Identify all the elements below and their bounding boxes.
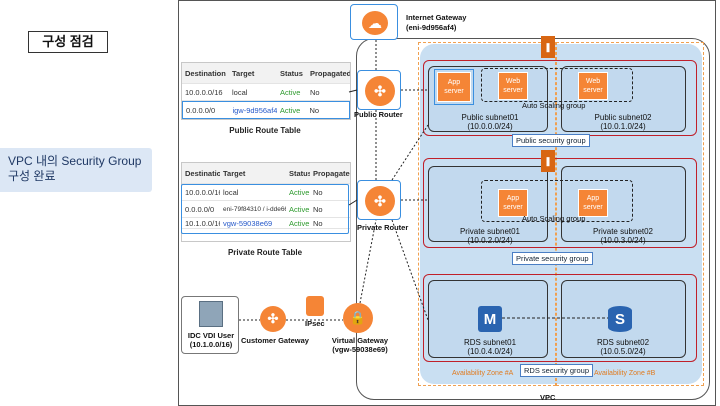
cell-target: vgw-59038e69	[223, 218, 273, 228]
vpc-boundary	[356, 38, 710, 400]
az-a-label: Availability Zone #A	[452, 370, 514, 377]
cell-propagated: No	[309, 105, 320, 115]
public-router-label: Public Router	[354, 110, 403, 119]
public-route-table-caption: Public Route Table	[229, 126, 301, 135]
connector-private-router-rds	[391, 219, 429, 321]
ipsec-label: IPsec	[305, 319, 325, 328]
customer-gateway-icon: ✣	[260, 306, 286, 332]
cell-destination: 0.0.0.0/0	[185, 204, 215, 214]
public-router-box: ✣	[357, 70, 401, 110]
cell-status: Active	[289, 204, 310, 214]
private-security-group-box	[423, 158, 697, 248]
router-icon: ✣	[365, 76, 395, 106]
public-subnet-01-label: Public subnet01 (10.0.0.0/24)	[461, 113, 519, 131]
connector-public-route-table	[348, 89, 358, 93]
private-security-group-label: Private security group	[512, 252, 593, 265]
public-security-group-label: Public security group	[512, 134, 590, 147]
connector-private-router-public-subnet	[391, 124, 429, 181]
table-row: 10.1.0.0/16 vgw-59038e69 Active No	[182, 218, 350, 229]
availability-zone-b	[556, 42, 704, 386]
building-icon	[199, 301, 223, 327]
az-b-label: Availability Zone #B	[594, 370, 656, 377]
cell-status: Active	[280, 87, 301, 97]
cell-propagated: No	[313, 204, 323, 214]
auto-scaling-icon: ❚	[541, 36, 555, 58]
internet-gateway-id: (eni-9d956af4)	[406, 23, 457, 32]
vpc-label: VPC	[540, 393, 556, 402]
virtual-gateway-label: Virtual Gateway (vgw-59038e69)	[331, 336, 389, 354]
auto-scaling-group-public	[481, 68, 633, 102]
cell-target: local	[232, 87, 248, 97]
slide-title: 구성 점검	[28, 31, 108, 53]
rds-master-icon: M	[478, 306, 502, 332]
app-server-private-01: App server	[498, 189, 528, 217]
table-row: 0.0.0.0/0 eni-79f84310 / i-dde6687a Acti…	[182, 201, 350, 218]
cell-target: local	[223, 187, 239, 197]
route-table-header: Destination Target Status Propagated	[182, 163, 350, 184]
cell-destination: 10.0.0.0/16	[185, 87, 223, 97]
app-server-public: App server	[434, 69, 474, 105]
cloud-icon: ☁	[362, 11, 388, 35]
web-server-02: Web server	[578, 72, 608, 100]
internet-gateway-label: Internet Gateway	[406, 13, 467, 22]
col-target: Target	[223, 168, 246, 178]
table-row: 10.0.0.0/16 local Active No	[182, 184, 350, 201]
cell-propagated: No	[310, 87, 320, 97]
idc-label: IDC VDI User (10.1.0.0/16)	[187, 331, 235, 349]
private-subnet-01-label: Private subnet01 (10.0.2.0/24)	[459, 227, 521, 245]
public-subnet-02-label: Public subnet02 (10.0.1.0/24)	[594, 113, 652, 131]
cell-propagated: No	[313, 187, 323, 197]
web-server-01: Web server	[498, 72, 528, 100]
private-router-box: ✣	[357, 180, 401, 220]
col-status: Status	[280, 68, 303, 78]
cell-destination: 10.0.0.0/16	[185, 187, 220, 197]
private-subnet-02-label: Private subnet02 (10.0.3.0/24)	[592, 227, 654, 245]
rds-subnet-01-label: RDS subnet01 (10.0.4.0/24)	[463, 338, 517, 356]
cell-propagated: No	[313, 218, 323, 228]
availability-zone-a	[418, 42, 556, 386]
private-route-table: Destination Target Status Propagated 10.…	[181, 162, 351, 242]
callout-note: VPC 내의 Security Group 구성 완료	[0, 148, 152, 192]
col-destination: Destination	[185, 168, 220, 178]
auto-scaling-group-private	[481, 180, 633, 222]
virtual-gateway-icon: 🔒	[343, 303, 373, 333]
connector-vgw-private-router	[359, 219, 377, 304]
route-table-header: Destination Target Status Propagated	[182, 63, 350, 84]
idc-box: IDC VDI User (10.1.0.0/16)	[181, 296, 239, 354]
cell-destination: 0.0.0.0/0	[186, 105, 216, 115]
auto-scaling-label: Auto Scaling group	[522, 101, 586, 110]
private-subnet-01	[428, 166, 548, 242]
col-status: Status	[289, 168, 310, 178]
ipsec-lock-icon	[306, 296, 324, 316]
private-router-label: Private Router	[357, 223, 409, 232]
auto-scaling-icon: ❚	[541, 150, 555, 172]
internet-gateway-box: ☁	[350, 4, 398, 40]
col-target: Target	[232, 68, 255, 78]
rds-security-group-label: RDS security group	[520, 364, 594, 377]
cell-destination: 10.1.0.0/16	[185, 218, 220, 228]
private-route-table-caption: Private Route Table	[227, 248, 303, 257]
cell-status: Active	[289, 187, 310, 197]
col-propagated: Propagated	[310, 68, 350, 78]
public-route-table: Destination Target Status Propagated 10.…	[181, 62, 351, 120]
cell-target: igw-9d956af4	[232, 105, 277, 115]
table-row: 0.0.0.0/0 igw-9d956af4 Active No	[182, 101, 350, 119]
auto-scaling-label: Auto Scaling group	[522, 214, 586, 223]
rds-subnet-02-label: RDS subnet02 (10.0.5.0/24)	[596, 338, 650, 356]
cell-status: Active	[289, 218, 310, 228]
customer-gateway-label: Customer Gateway	[241, 336, 309, 345]
rds-standby-icon: S	[608, 306, 632, 332]
cell-target: eni-79f84310 / i-dde6687a	[223, 205, 286, 213]
private-route-table-highlight	[181, 184, 349, 234]
rds-security-group-box	[423, 274, 697, 362]
connector-private-route-table	[348, 199, 358, 206]
table-row: 10.0.0.0/16 local Active No	[182, 84, 350, 101]
cell-status: Active	[279, 105, 301, 115]
col-destination: Destination	[185, 68, 226, 78]
app-server-private-02: App server	[578, 189, 608, 217]
col-propagated: Propagated	[313, 168, 350, 178]
router-icon: ✣	[365, 186, 395, 216]
callout-text: VPC 내의 Security Group 구성 완료	[8, 154, 142, 183]
